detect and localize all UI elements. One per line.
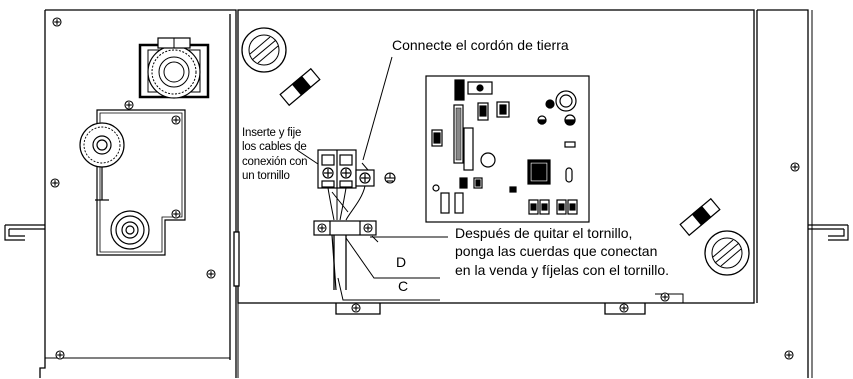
screw-icon (660, 292, 670, 302)
circuit-board-icon (425, 75, 590, 223)
left-panel (39, 9, 237, 378)
screw-icon (790, 162, 800, 172)
after-screw-label: Después de quitar el tornillo, ponga las… (455, 224, 669, 279)
cable-clamp (313, 220, 377, 291)
screw-icon (124, 100, 134, 110)
ground-terminal (355, 169, 375, 187)
cable-clip (279, 67, 321, 107)
right-panel (756, 9, 813, 378)
connection-wires (327, 185, 366, 221)
screw-icon (171, 209, 181, 219)
screw-icon (351, 303, 361, 313)
after-line-2: ponga las cuerdas que conectan (455, 243, 658, 260)
screw-icon (55, 350, 65, 360)
label-c: C (398, 278, 409, 294)
screw-icon (363, 223, 373, 233)
screw-icon (619, 303, 629, 313)
screw-icon (171, 115, 181, 125)
right-bracket (808, 224, 849, 241)
after-line-3: en la venda y fíjelas con el tornillo. (455, 261, 670, 278)
screw-icon (52, 17, 62, 27)
screw-icon (784, 350, 794, 360)
rotary-fitting (138, 37, 210, 99)
left-bracket (4, 224, 45, 241)
insert-line-3: conexión con (242, 155, 308, 168)
screw-icon (206, 269, 216, 279)
cable-clip (679, 197, 721, 237)
insert-cables-label: Inserte y fije los cables de conexión co… (242, 126, 308, 183)
terminal-block-icon (317, 149, 357, 189)
insert-line-4: un tornillo (242, 169, 290, 182)
screw-icon (50, 178, 60, 188)
after-line-1: Después de quitar el tornillo, (455, 225, 633, 241)
insert-line-2: los cables de (242, 141, 307, 154)
ground-symbol-icon (384, 172, 396, 184)
leader-lines (296, 56, 448, 301)
insert-line-1: Inserte y fije (242, 127, 302, 139)
grommet-icon (241, 27, 287, 73)
valve-plate (79, 109, 186, 256)
label-d: D (396, 254, 407, 270)
grommet-icon (704, 230, 750, 276)
ground-cord-label: Connecte el cordón de tierra (392, 37, 569, 53)
center-panel (233, 9, 755, 378)
screw-icon (317, 223, 327, 233)
